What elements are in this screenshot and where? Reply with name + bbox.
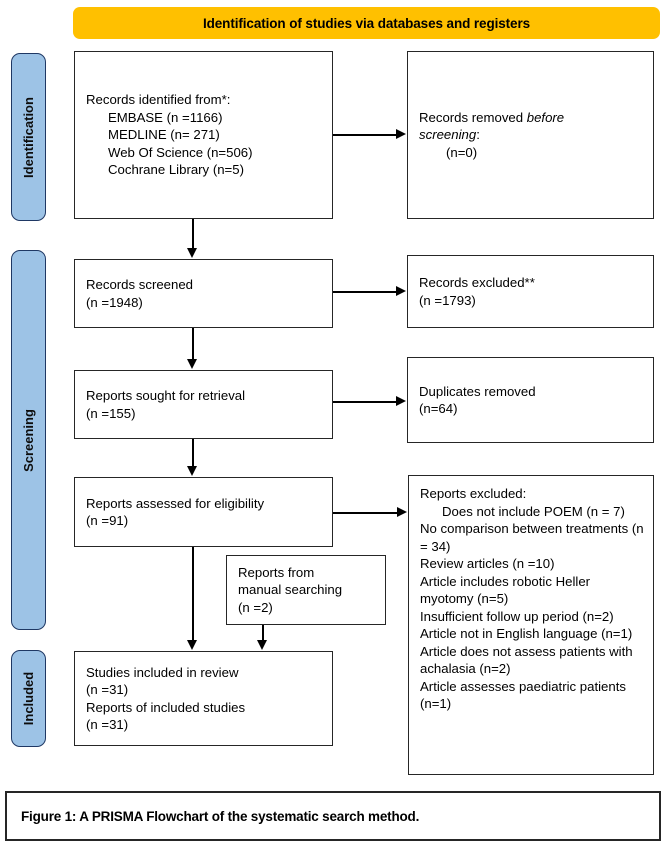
- studies-included-count: (n =31): [86, 682, 129, 697]
- box-records-removed: Records removed before screening: (n=0): [407, 51, 654, 219]
- arrow-sought-to-duplicates: [396, 396, 406, 406]
- reports-excluded-reason: Insufficient follow up period (n=2): [420, 608, 614, 624]
- box-reports-excluded-reasons: Reports excluded: Does not include POEM …: [408, 475, 654, 775]
- reports-sought-count: (n =155): [86, 405, 136, 421]
- connector-identified-to-screened: [192, 219, 194, 249]
- connector-screened-to-sought: [192, 328, 194, 360]
- box-records-identified: Records identified from*: EMBASE (n =116…: [74, 51, 333, 219]
- records-identified-medline: MEDLINE (n= 271): [108, 127, 220, 143]
- records-removed-text-before: before: [526, 109, 565, 125]
- reports-excluded-reason: Does not include POEM (n = 7): [442, 503, 625, 519]
- records-removed-count: (n=0): [446, 144, 478, 160]
- reports-included-label: Reports of included studies: [86, 699, 246, 715]
- box-reports-assessed-eligibility: Reports assessed for eligibility (n =91): [74, 477, 333, 547]
- manual-searching-line-2: manual searching: [238, 582, 343, 598]
- stage-label-identification: Identification: [11, 53, 46, 221]
- records-removed-text-a: Records removed: [419, 109, 527, 125]
- reports-excluded-reason: Article not in English language (n=1): [420, 626, 633, 641]
- connector-eligibility-to-reports-excluded: [333, 512, 398, 514]
- records-identified-cochrane: Cochrane Library (n=5): [108, 162, 244, 178]
- figure-caption: Figure 1: A PRISMA Flowchart of the syst…: [5, 791, 661, 841]
- box-records-screened: Records screened (n =1948): [74, 259, 333, 328]
- records-removed-line-1: Records removed before: [419, 109, 645, 127]
- arrow-screened-to-excluded: [396, 286, 406, 296]
- reports-assessed-label: Reports assessed for eligibility: [86, 495, 265, 511]
- connector-eligibility-to-included: [192, 547, 194, 641]
- records-screened-count: (n =1948): [86, 294, 143, 310]
- reports-excluded-reason: No comparison between treatments (n = 34…: [420, 521, 644, 554]
- connector-identified-to-removed: [333, 134, 397, 136]
- stage-label-included-text: Included: [21, 671, 37, 726]
- records-removed-text-screening: screening: [419, 127, 477, 143]
- records-excluded-count: (n =1793): [419, 292, 476, 308]
- connector-sought-to-eligibility: [192, 439, 194, 467]
- duplicates-removed-label: Duplicates removed: [419, 383, 536, 399]
- records-removed-text-colon: :: [476, 127, 480, 143]
- records-removed-line-2: screening:: [419, 126, 645, 144]
- figure-caption-text: Figure 1: A PRISMA Flowchart of the syst…: [21, 808, 420, 824]
- reports-sought-label: Reports sought for retrieval: [86, 388, 246, 403]
- reports-included-count: (n =31): [86, 717, 129, 732]
- stage-label-identification-text: Identification: [21, 96, 37, 178]
- connector-screened-to-excluded: [333, 291, 397, 293]
- box-studies-included: Studies included in review (n =31) Repor…: [74, 651, 333, 746]
- arrow-screened-to-sought: [187, 359, 197, 369]
- box-records-excluded: Records excluded** (n =1793): [407, 255, 654, 328]
- box-reports-sought: Reports sought for retrieval (n =155): [74, 370, 333, 439]
- reports-excluded-reason: Article does not assess patients with ac…: [420, 643, 633, 677]
- box-duplicates-removed: Duplicates removed (n=64): [407, 357, 654, 443]
- arrow-identified-to-removed: [396, 129, 406, 139]
- studies-included-label: Studies included in review: [86, 664, 239, 680]
- arrow-eligibility-to-included: [187, 640, 197, 650]
- arrow-identified-to-screened: [187, 248, 197, 258]
- records-identified-embase: EMBASE (n =1166): [108, 109, 223, 125]
- stage-label-screening: Screening: [11, 250, 46, 630]
- records-identified-web-of-science: Web Of Science (n=506): [108, 144, 253, 160]
- stage-label-included: Included: [11, 650, 46, 747]
- arrow-eligibility-to-reports-excluded: [397, 507, 407, 517]
- records-screened-label: Records screened: [86, 277, 194, 292]
- connector-manual-to-included: [262, 625, 264, 641]
- records-excluded-label: Records excluded**: [419, 275, 535, 290]
- records-identified-heading: Records identified from*:: [86, 92, 231, 108]
- reports-excluded-heading: Reports excluded:: [420, 486, 527, 501]
- duplicates-removed-count: (n=64): [419, 401, 458, 416]
- arrow-manual-to-included: [257, 640, 267, 650]
- reports-assessed-count: (n =91): [86, 513, 129, 528]
- manual-searching-count: (n =2): [238, 599, 273, 615]
- banner-title: Identification of studies via databases …: [202, 15, 531, 31]
- manual-searching-line-1: Reports from: [238, 564, 315, 580]
- reports-excluded-reason: Review articles (n =10): [420, 556, 555, 571]
- box-reports-manual-searching: Reports from manual searching (n =2): [226, 555, 386, 625]
- arrow-sought-to-eligibility: [187, 466, 197, 476]
- reports-excluded-reason: Article includes robotic Heller myotomy …: [420, 573, 591, 607]
- stage-label-screening-text: Screening: [21, 408, 37, 472]
- banner-identification-header: Identification of studies via databases …: [73, 7, 660, 39]
- connector-sought-to-duplicates: [333, 401, 397, 403]
- reports-excluded-reason: Article assesses paediatric patients (n=…: [420, 678, 626, 712]
